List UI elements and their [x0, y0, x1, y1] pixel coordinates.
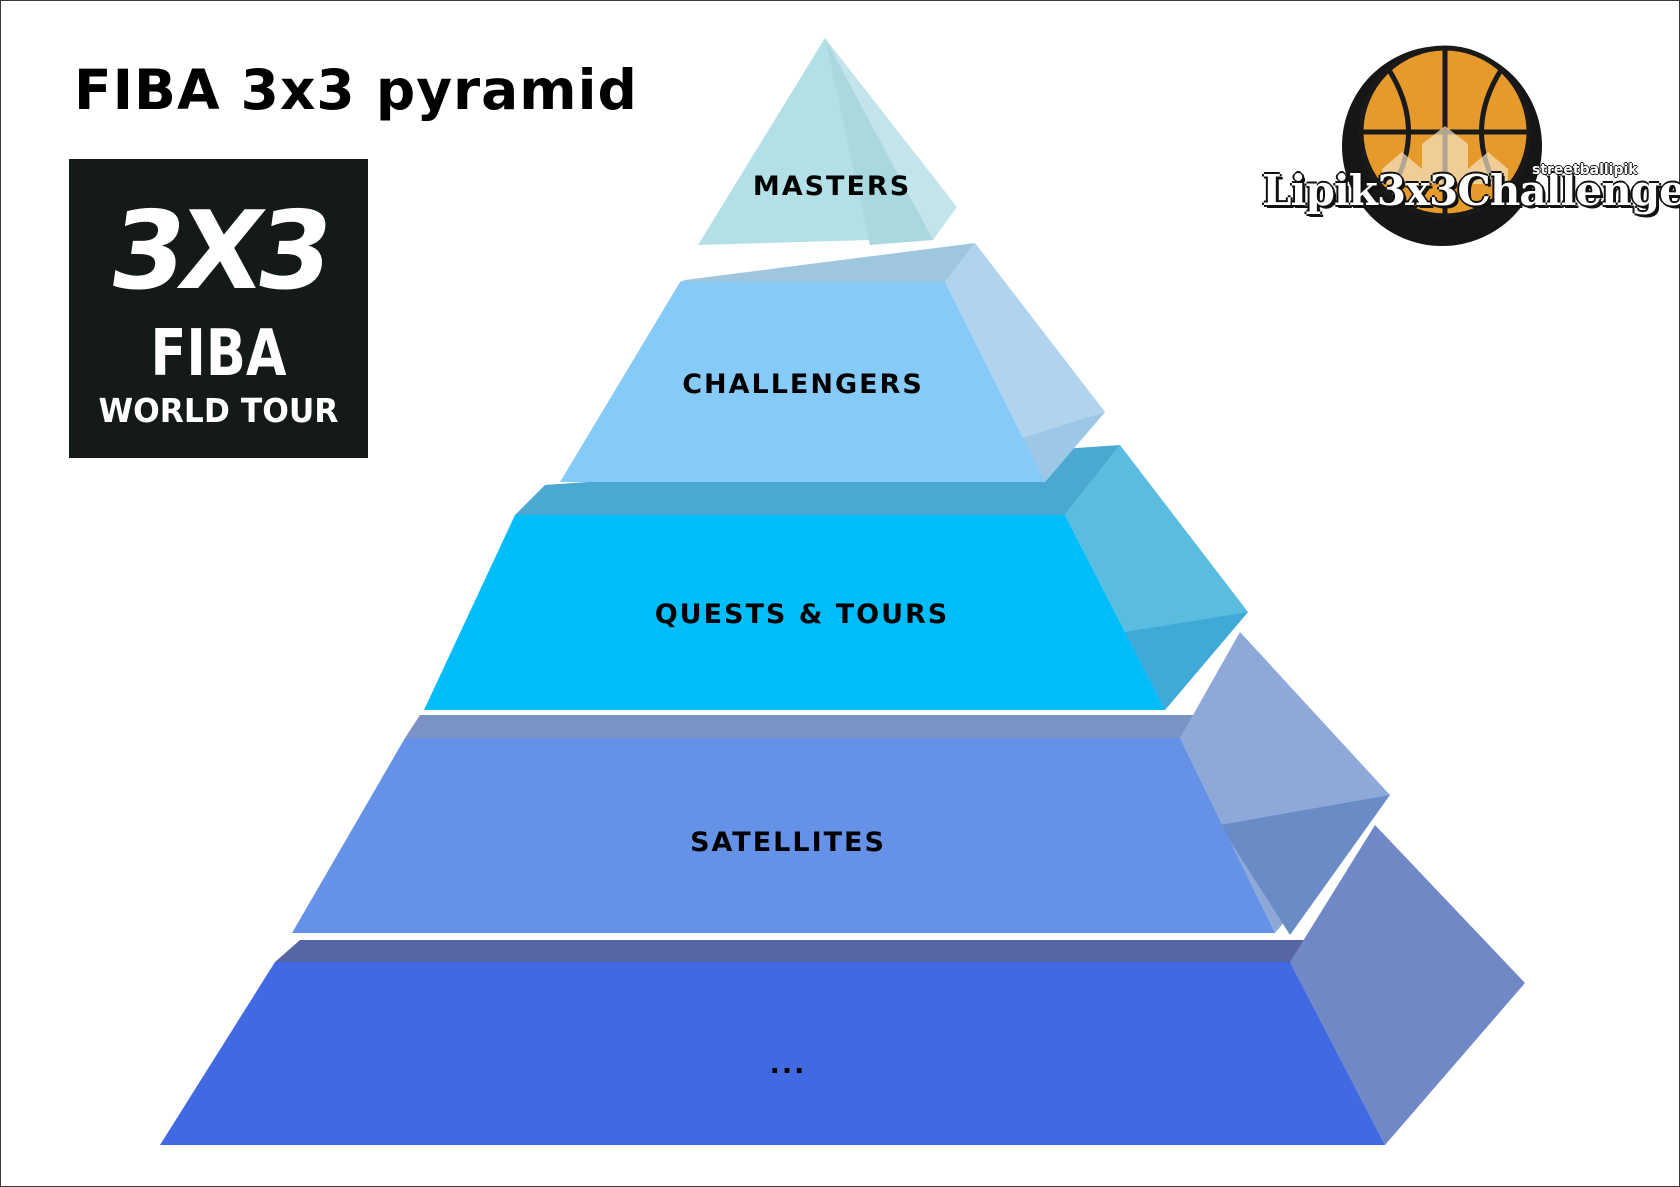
pyramid-level-3-face — [424, 515, 1165, 710]
fiba-logo-word: FIBA — [150, 317, 287, 391]
pyramid-level-5-face — [160, 962, 1385, 1145]
lipik-wordmark: Lipik3x3Challenger — [1262, 166, 1680, 215]
pyramid-level-4-label: SATELLITES — [690, 827, 886, 858]
fiba-logo-tour: WORLD TOUR — [98, 391, 339, 430]
pyramid-level-3: QUESTS & TOURS — [424, 445, 1248, 710]
fiba-3x3-world-tour-logo: 3X3 FIBA WORLD TOUR — [69, 159, 368, 458]
lipik-subtext: streetballipik — [1532, 162, 1638, 178]
page-title: FIBA 3x3 pyramid — [74, 58, 638, 122]
pyramid-level-4-face — [292, 738, 1275, 933]
pyramid-level-5-label: ... — [770, 1049, 807, 1080]
pyramid-level-2: CHALLENGERS — [560, 243, 1105, 482]
basketball-icon — [1342, 45, 1542, 246]
pyramid-level-1: MASTERS — [698, 38, 957, 245]
pyramid-level-3-label: QUESTS & TOURS — [655, 599, 950, 630]
pyramid-level-2-face — [560, 282, 1045, 482]
pyramid-level-1-label: MASTERS — [753, 171, 911, 202]
pyramid-level-4: SATELLITES — [292, 632, 1390, 935]
pyramid-level-5: ... — [160, 825, 1525, 1145]
pyramid-level-1-face — [698, 38, 870, 245]
lipik-3x3-challenger-logo: Lipik3x3Challenger streetballipik — [1262, 34, 1680, 249]
pyramid-level-2-label: CHALLENGERS — [682, 369, 924, 400]
